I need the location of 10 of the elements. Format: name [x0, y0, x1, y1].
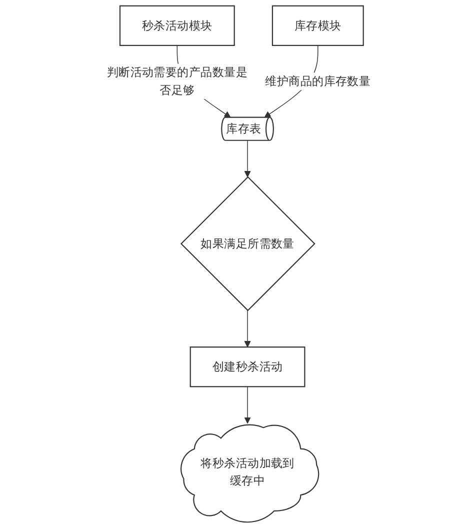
edge-label: 判断活动需要的产品数量是否足够 — [106, 65, 248, 97]
node-box: 库存模块 — [272, 5, 364, 46]
node-box: 创建秒杀活动 — [190, 346, 305, 388]
arrow — [244, 310, 250, 348]
arrow — [244, 140, 250, 178]
edge-label: 维护商品的库存数量 — [264, 74, 370, 88]
node-diamond: 如果满足所需数量 — [180, 176, 316, 312]
node-text: 库存表 — [226, 121, 262, 136]
node-box: 秒杀活动模块 — [119, 5, 235, 46]
arrow — [244, 386, 250, 424]
